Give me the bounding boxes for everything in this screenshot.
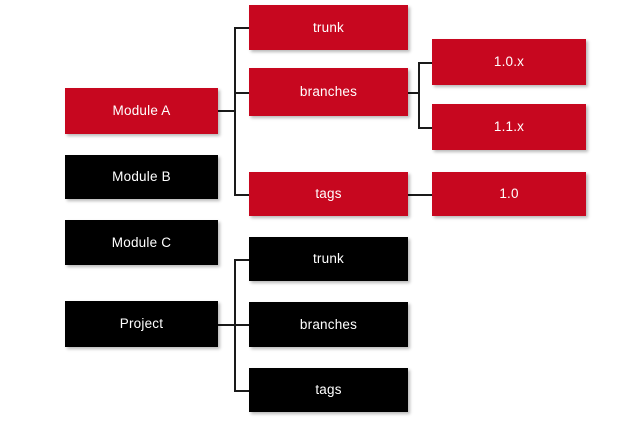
node-label-a-trunk: trunk bbox=[312, 19, 344, 35]
node-label-module-c: Module C bbox=[111, 234, 172, 250]
node-label-project-tags: tags bbox=[315, 382, 342, 398]
node-module-c[interactable]: Module C bbox=[65, 220, 218, 265]
connector-project-to-tags bbox=[234, 390, 250, 392]
connector-branches-stub bbox=[408, 92, 419, 94]
connector-branches-spine bbox=[418, 62, 420, 128]
node-label-a-branches: branches bbox=[299, 84, 358, 100]
node-label-project: Project bbox=[119, 316, 164, 332]
node-tag-10[interactable]: 1.0 bbox=[432, 172, 586, 216]
node-label-tag-10: 1.0 bbox=[499, 186, 519, 202]
node-project-tags[interactable]: tags bbox=[249, 368, 408, 412]
node-branch-10x[interactable]: 1.0.x bbox=[432, 39, 586, 85]
node-label-a-tags: tags bbox=[315, 186, 342, 202]
connector-branches-to-11x bbox=[418, 127, 433, 129]
connector-module-a-stub bbox=[218, 110, 235, 112]
node-label-module-b: Module B bbox=[112, 169, 171, 185]
node-project-trunk[interactable]: trunk bbox=[249, 237, 408, 281]
connector-project-to-branches bbox=[234, 324, 250, 326]
connector-module-a-to-trunk bbox=[234, 27, 250, 29]
connector-branches-to-10x bbox=[418, 62, 433, 64]
node-label-branch-10x: 1.0.x bbox=[493, 54, 525, 70]
node-module-b[interactable]: Module B bbox=[65, 155, 218, 199]
node-a-branches[interactable]: branches bbox=[249, 68, 408, 116]
node-label-project-trunk: trunk bbox=[312, 251, 344, 267]
node-label-project-branches: branches bbox=[299, 316, 358, 332]
node-module-a[interactable]: Module A bbox=[65, 88, 218, 134]
connector-project-stub bbox=[218, 324, 235, 326]
node-project-branches[interactable]: branches bbox=[249, 302, 408, 347]
connector-project-to-trunk bbox=[234, 259, 250, 261]
connector-module-a-spine bbox=[234, 27, 236, 195]
node-branch-11x[interactable]: 1.1.x bbox=[432, 104, 586, 150]
connector-module-a-to-branches bbox=[234, 92, 250, 94]
node-a-tags[interactable]: tags bbox=[249, 172, 408, 216]
node-label-module-a: Module A bbox=[112, 103, 171, 119]
connector-tags-to-10 bbox=[408, 194, 433, 196]
connector-module-a-to-tags bbox=[234, 194, 250, 196]
node-a-trunk[interactable]: trunk bbox=[249, 5, 408, 50]
node-project[interactable]: Project bbox=[65, 301, 218, 347]
node-label-branch-11x: 1.1.x bbox=[493, 119, 525, 135]
